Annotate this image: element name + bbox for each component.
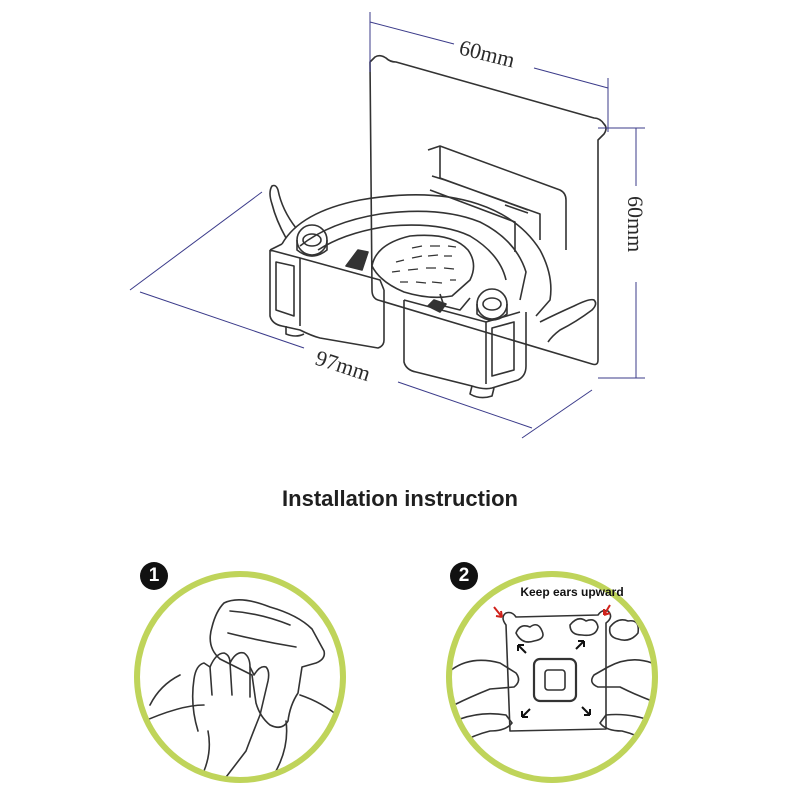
left-arm <box>269 243 385 349</box>
right-finger-icon <box>590 659 652 702</box>
dimension-side-height: 60mm <box>623 196 648 252</box>
center-square <box>532 657 578 703</box>
mount-bracket <box>427 145 567 250</box>
step-1-panel: 1 <box>120 555 360 795</box>
cloth-icon <box>209 599 326 729</box>
holder-arc <box>281 194 552 317</box>
installation-title: Installation instruction <box>282 486 518 511</box>
step-2-number: 2 <box>450 562 478 590</box>
product-dimension-diagram: 60mm 60mm 97mm <box>129 12 648 439</box>
arrow-up-left-icon <box>517 644 527 654</box>
adhesive-plate <box>369 54 607 366</box>
left-finger-icon <box>452 659 520 706</box>
right-hook <box>539 298 597 343</box>
step-1-number: 1 <box>140 562 168 590</box>
hand-icon <box>191 651 270 777</box>
arrow-down-left-icon <box>521 708 531 718</box>
step-2-panel: 2 Keep ears upward <box>430 555 670 795</box>
keep-ears-upward-label: Keep ears upward <box>520 585 624 599</box>
adhesive-sheet <box>502 609 612 732</box>
arrow-up-right-icon <box>575 640 585 650</box>
step-1-illustration <box>134 571 346 783</box>
air-bubble-icon <box>515 623 544 643</box>
right-arm <box>403 299 527 390</box>
left-hook <box>269 184 297 239</box>
dimension-depth: 97mm <box>312 345 373 386</box>
red-arrow-right-icon <box>603 604 611 616</box>
red-arrow-left-icon <box>493 606 503 618</box>
dimension-top-width: 60mm <box>457 35 518 73</box>
arrow-down-right-icon <box>581 706 591 716</box>
step-2-illustration <box>446 571 658 783</box>
